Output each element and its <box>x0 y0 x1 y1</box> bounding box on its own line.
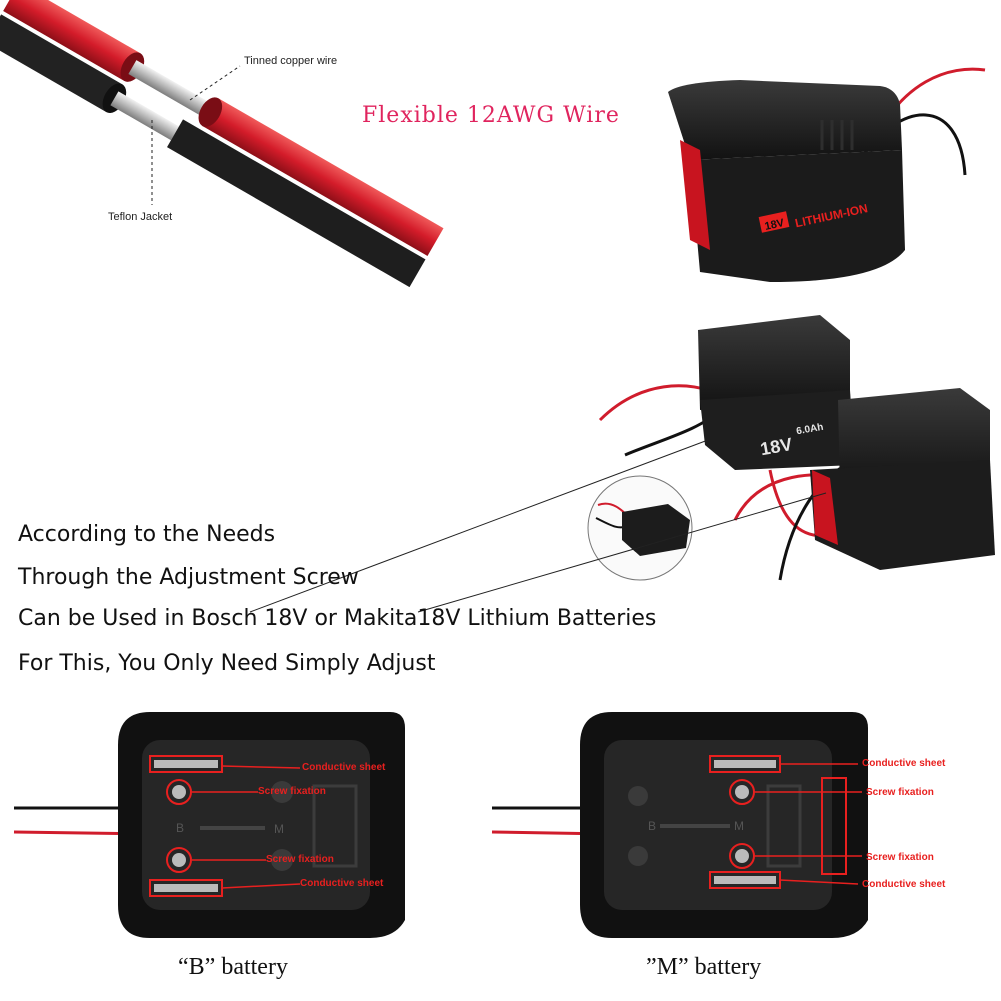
b-label-conductive-top: Conductive sheet <box>302 762 386 773</box>
adapter-inset-circle <box>587 475 693 581</box>
wire-cross-section <box>0 0 444 288</box>
pointer-lines <box>249 439 827 613</box>
b-label-screw-top: Screw fixation <box>258 786 326 797</box>
svg-text:B: B <box>176 821 184 835</box>
svg-text:B: B <box>648 819 656 833</box>
svg-text:M: M <box>734 819 744 833</box>
svg-text:M: M <box>274 822 284 836</box>
description-line-1: According to the Needs <box>18 522 276 547</box>
svg-text:6.0Ah: 6.0Ah <box>796 422 825 438</box>
description-line-3: Can be Used in Bosch 18V or Makita18V Li… <box>18 606 657 631</box>
svg-text:18V: 18V <box>764 217 786 233</box>
b-label-screw-bottom: Screw fixation <box>266 854 334 865</box>
description-line-4: For This, You Only Need Simply Adjust <box>18 651 436 676</box>
label-tinned-copper-wire: Tinned copper wire <box>244 55 338 67</box>
caption-b-battery: “B” battery <box>178 954 288 980</box>
voltage-badge-top <box>758 211 790 233</box>
battery-pair-photo: 18V 6.0Ah <box>598 315 995 581</box>
battery-adapter-photo-top: 18V LITHIUM-ION <box>668 67 986 282</box>
b-label-conductive-bottom: Conductive sheet <box>300 878 384 889</box>
m-label-screw-top: Screw fixation <box>866 787 934 798</box>
adapter-m-photo: B M <box>491 712 868 938</box>
m-label-conductive-top: Conductive sheet <box>862 758 946 769</box>
wire-title: Flexible 12AWG Wire <box>362 103 620 128</box>
description-line-2: Through the Adjustment Screw <box>18 565 359 590</box>
m-label-conductive-bottom: Conductive sheet <box>862 879 946 890</box>
label-teflon-jacket: Teflon Jacket <box>108 211 173 223</box>
adapter-b-photo: B M <box>13 712 405 938</box>
m-label-screw-bottom: Screw fixation <box>866 852 934 863</box>
caption-m-battery: ”M” battery <box>646 954 762 980</box>
